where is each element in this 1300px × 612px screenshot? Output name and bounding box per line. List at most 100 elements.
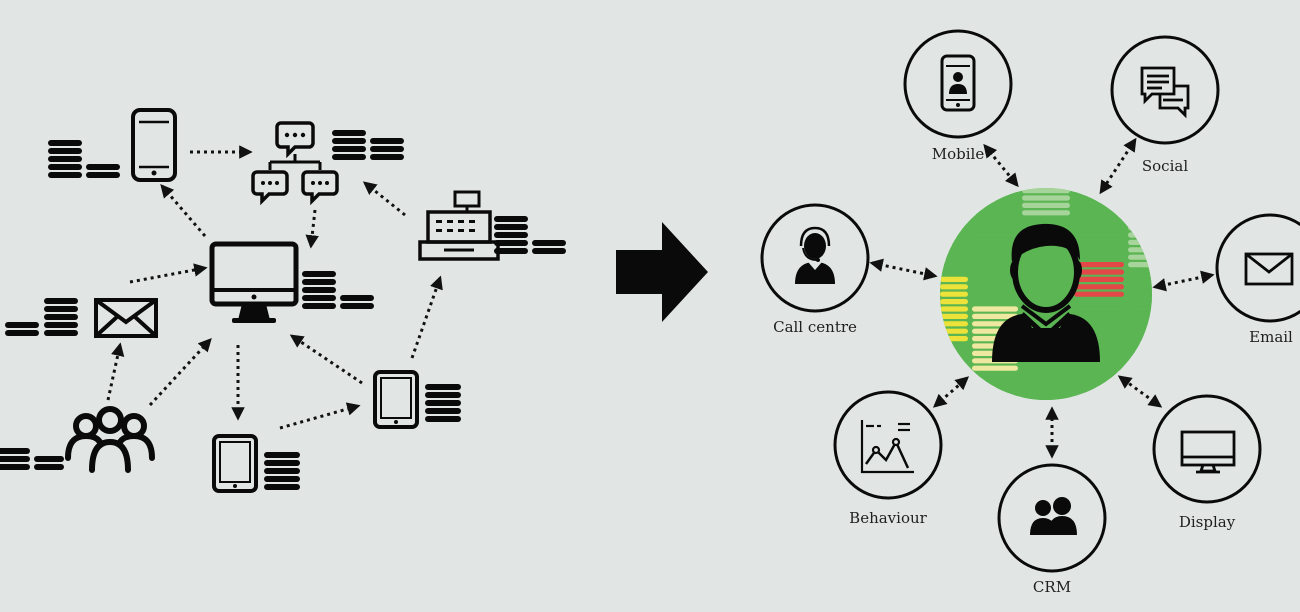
profile-bar-segment [1128,328,1152,334]
profile-bar-segment [1128,343,1152,349]
envelope-icon [94,298,158,338]
profile-bar-segment [1074,299,1124,305]
tablet-icon [212,434,258,493]
profile-bar-segment [972,365,1018,371]
profile-bar-segment [940,306,968,312]
connector-call-centre [869,258,938,281]
profile-bar-segment [940,358,968,364]
profile-bar-segment [940,276,968,282]
profile-bar-segment [940,328,968,334]
data-stack-icon [302,271,374,309]
profile-bar-segment [940,210,968,216]
profile-bar-segment [940,336,968,342]
profile-bar-segment [972,284,1018,290]
profile-bar-segment [972,306,1018,312]
profile-bar-segment [940,232,968,238]
profile-bar-segment [972,269,1018,275]
profile-bar-segment [1128,217,1152,223]
data-stack-icon [264,452,300,490]
customer-profile-icon [992,223,1100,362]
profile-bar-segment [972,380,1018,386]
profile-bar-segment [1128,380,1152,386]
profile-bar-segment [1128,365,1152,371]
connector [160,183,207,237]
profile-bar-segment [1128,254,1152,260]
profile-bar-segment [940,343,968,349]
connector-social [1099,137,1137,195]
profile-bar-segment [1074,225,1124,231]
profile-bar-segment [1128,247,1152,253]
profile-bar-segment [972,195,1018,201]
profile-bar-segment [940,195,968,201]
data-stack-icon [332,130,404,160]
profile-bar-segment [972,276,1018,282]
profile-bar-segment [1074,276,1124,282]
connector [279,402,361,430]
smartphone-icon [131,108,177,182]
profile-bar-segment [1074,365,1124,371]
channel-behaviour: Behaviour [833,390,943,527]
profile-bar-segment [1128,313,1152,319]
connector [148,338,212,407]
profile-bar-segment [1074,269,1124,275]
profile-bar-segment [940,239,968,245]
connector [129,263,208,284]
profile-bar-segment [940,387,968,393]
profile-bar-segment [1128,269,1152,275]
profile-bar-segment [1022,195,1070,201]
profile-bar-segment [1128,262,1152,268]
connector [410,275,443,359]
data-stack-icon [425,384,461,422]
profile-bar-segment [1022,202,1070,208]
people-icon [1030,497,1077,535]
connector [362,181,406,217]
connector-behaviour [932,376,970,408]
profile-bar-segment [1074,387,1124,393]
profile-bar-segment [1074,313,1124,319]
channel-label: CRM [1033,578,1071,596]
profile-bar-segment [940,350,968,356]
profile-bar-segment [972,373,1018,379]
channel-label: Email [1249,328,1293,346]
profile-bar-segment [1128,395,1152,400]
profile-bar-segment [1074,373,1124,379]
connector-email [1152,270,1215,292]
profile-bar-segment [972,313,1018,319]
profile-bar-segment [1022,387,1070,393]
headset-agent-icon [795,226,835,284]
profile-bar-segment [1128,299,1152,305]
profile-bar-segment [1074,291,1124,297]
connector [305,209,319,249]
profile-bar-segment [1128,350,1152,356]
channel-email: Email [1215,213,1300,346]
smartphone-icon [940,54,976,112]
profile-bar-segment [940,262,968,268]
channel-crm: CRM [997,463,1107,596]
profile-bar-segment [1128,195,1152,201]
profile-bar-segment [972,254,1018,260]
profile-bar-segment [1022,217,1070,223]
channel-call-centre: Call centre [760,203,870,336]
connector-mobile [983,143,1019,188]
channel-label: Mobile [932,145,985,163]
profile-bar-segment [940,313,968,319]
profile-bar-segment [1074,188,1124,194]
customer-profile-circle [940,188,1152,400]
profile-bar-segment [972,232,1018,238]
channel-label: Display [1179,513,1236,531]
profile-bar-segment [1074,195,1124,201]
profile-bar-segment [972,299,1018,305]
profile-bar-segment [972,239,1018,245]
profile-bar-segment [940,202,968,208]
profile-bar-segment [1128,306,1152,312]
profile-bar-segment [1128,291,1152,297]
profile-bar-segment [940,380,968,386]
profile-bar-segment [972,202,1018,208]
data-stack-icon [48,140,120,178]
profile-bar-segment [1128,276,1152,282]
left-connections [106,145,443,430]
profile-bar-segment [1074,247,1124,253]
profile-bar-segment [1022,395,1070,400]
